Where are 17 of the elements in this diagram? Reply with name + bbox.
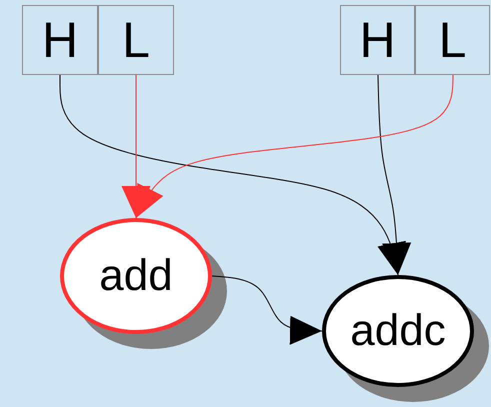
- node-label: add: [99, 254, 173, 298]
- process-ellipse: [322, 275, 474, 387]
- arrow: [378, 74, 412, 276]
- process-ellipse: [60, 218, 212, 334]
- node-label: H: [42, 15, 78, 65]
- arrow: [136, 74, 454, 218]
- arrow: [60, 74, 406, 276]
- field-box: [415, 5, 490, 75]
- field-box: [98, 5, 174, 75]
- node-label: H: [359, 15, 396, 65]
- node-label: L: [438, 15, 466, 65]
- field-box: [340, 5, 415, 75]
- arrow: [212, 276, 322, 345]
- node-label: addc: [350, 309, 446, 353]
- field-box: [22, 5, 98, 75]
- arrow: [121, 74, 151, 218]
- node-label: L: [122, 15, 150, 65]
